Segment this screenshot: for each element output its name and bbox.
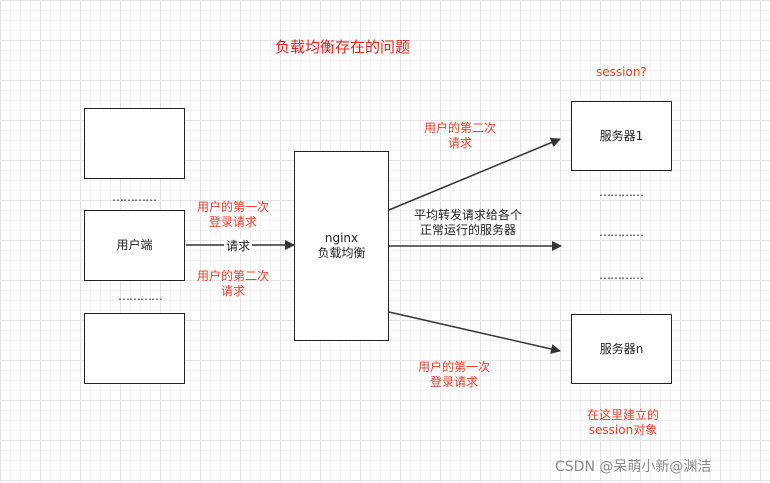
server-n-box: 服务器n	[571, 314, 672, 384]
server-1-box: 服务器1	[571, 101, 672, 171]
edge-nginx-to-server1	[388, 137, 561, 211]
label-session-created-here: 在这里建立的 session对象	[587, 408, 660, 437]
server-1-label: 服务器1	[599, 128, 644, 143]
ellipsis-right-3: …………	[599, 268, 644, 282]
label-bottom-first-request: 用户的第一次 登录请求	[418, 360, 491, 389]
client-label: 用户端	[116, 238, 153, 252]
diagram-title: 负载均衡存在的问题	[275, 38, 411, 56]
label-left-first-request: 用户的第一次 登录请求	[197, 200, 270, 229]
ellipsis-left-upper: …………	[112, 190, 157, 204]
edge-nginx-to-servern	[388, 311, 561, 354]
ellipsis-left-lower: …………	[118, 289, 163, 303]
client-box-top	[84, 108, 185, 179]
watermark: CSDN @呆萌小新@渊洁	[555, 459, 712, 475]
nginx-box: nginx 负载均衡	[294, 151, 389, 341]
label-request: 请求	[224, 239, 253, 254]
label-session-question: session?	[596, 65, 647, 79]
label-forward-evenly: 平均转发请求给各个 正常运行的服务器	[414, 208, 523, 237]
label-left-second-request: 用户的第二次 请求	[197, 269, 270, 298]
ellipsis-right-1: …………	[599, 185, 644, 199]
client-box: 用户端	[84, 210, 185, 281]
ellipsis-right-2: …………	[599, 225, 644, 239]
label-top-second-request: 用户的第二次 请求	[424, 121, 497, 150]
nginx-sublabel: 负载均衡	[317, 246, 366, 260]
client-box-bottom	[84, 313, 185, 384]
server-n-label: 服务器n	[599, 341, 644, 356]
nginx-label: nginx	[324, 231, 359, 245]
